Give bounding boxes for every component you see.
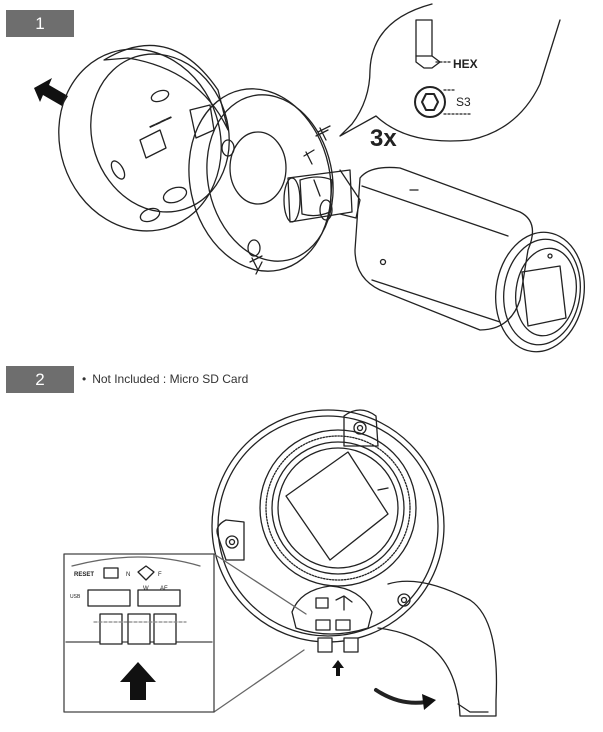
inset-w-label: W bbox=[143, 586, 149, 592]
mounting-screws bbox=[249, 125, 331, 271]
step-1-illustration: ▬▬▬▬ bbox=[34, 3, 586, 353]
mounting-plate bbox=[188, 88, 334, 275]
inset-usb-label: USB bbox=[70, 594, 81, 600]
bracket-arm bbox=[283, 169, 361, 223]
junction-box: ▬▬▬▬ bbox=[58, 44, 230, 232]
inset-n-label: N bbox=[126, 572, 130, 578]
sd-slot-panel bbox=[291, 585, 373, 635]
hex-socket-icon bbox=[414, 86, 446, 118]
screw-count-label: 3x bbox=[370, 125, 397, 152]
camera-lens bbox=[494, 231, 586, 353]
step-2-badge: 2 bbox=[6, 366, 74, 393]
zoom-inset: RESET N F W AF USB bbox=[63, 553, 307, 713]
socket-size-label: S3 bbox=[456, 95, 471, 109]
step-2-number: 2 bbox=[35, 369, 45, 389]
tool-callout: HEX S3 3x bbox=[339, 3, 561, 152]
rotate-arrow-icon bbox=[374, 688, 428, 705]
inset-reset-label: RESET bbox=[74, 572, 94, 578]
step-2-note-text: Not Included : Micro SD Card bbox=[92, 372, 249, 386]
remove-arrow-icon bbox=[34, 78, 68, 106]
camera-body bbox=[354, 166, 534, 331]
step-2-note: • Not Included : Micro SD Card bbox=[82, 372, 248, 386]
hex-label: HEX bbox=[453, 57, 478, 71]
inset-f-label: F bbox=[158, 572, 162, 578]
step-1-badge: 1 bbox=[6, 10, 74, 37]
insert-arrow-large-icon bbox=[120, 662, 156, 700]
svg-text:▬▬▬▬: ▬▬▬▬ bbox=[148, 114, 172, 130]
bracket-arm-2 bbox=[377, 580, 498, 717]
bullet-icon: • bbox=[82, 372, 87, 386]
step-1-number: 1 bbox=[35, 13, 45, 33]
insert-arrow-small-icon bbox=[332, 660, 344, 676]
step-2-illustration: RESET N F W AF USB bbox=[63, 409, 498, 717]
inset-af-label: AF bbox=[160, 586, 168, 592]
inset-selector-icon bbox=[137, 565, 155, 581]
lens-window bbox=[259, 429, 417, 587]
hex-key-icon bbox=[415, 19, 441, 69]
